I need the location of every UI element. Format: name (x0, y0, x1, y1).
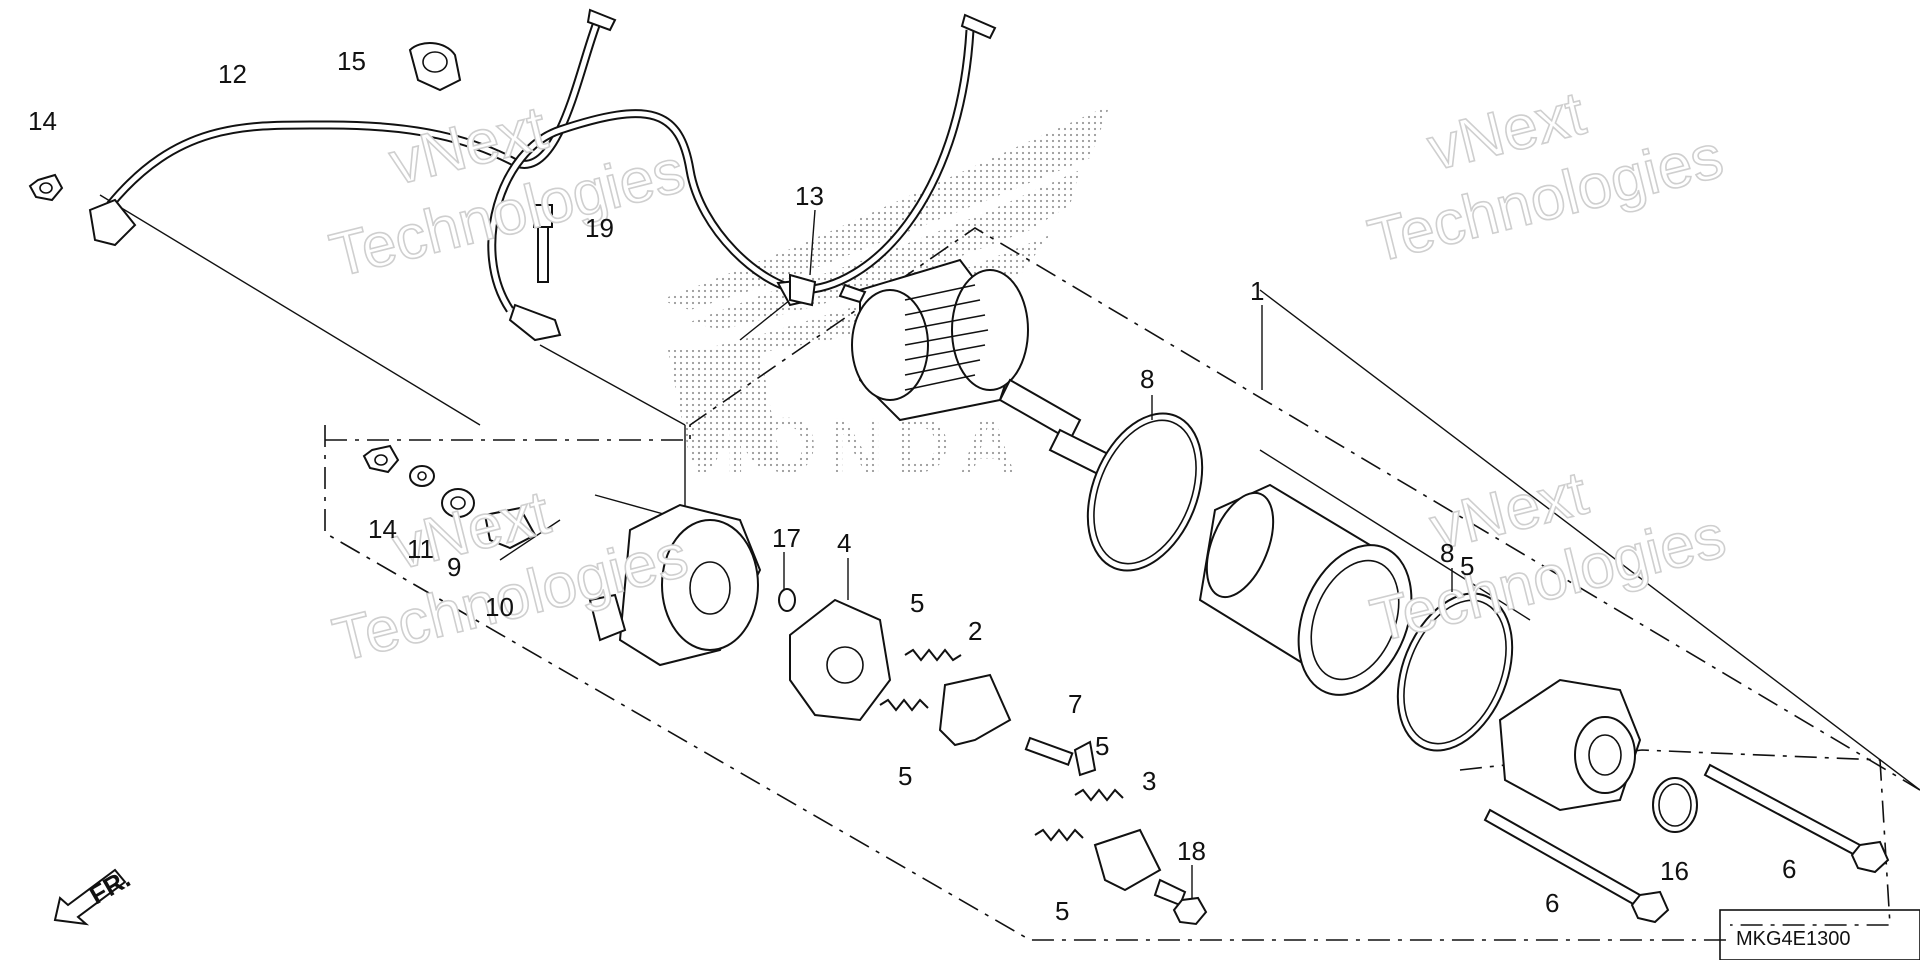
part-7-bolt (1024, 736, 1097, 777)
front-cover (588, 503, 762, 667)
callout-4: 4 (837, 528, 851, 558)
callout-5: 5 (910, 588, 924, 618)
callout-12: 12 (218, 59, 247, 89)
part-2-brush (938, 673, 1012, 747)
honda-wordmark: HONDA (690, 401, 1026, 489)
part-17-oring (778, 588, 796, 612)
motor-yoke (1198, 483, 1413, 696)
rear-cover (1498, 678, 1642, 812)
callout-14: 14 (368, 514, 397, 544)
callout-5: 5 (1055, 896, 1069, 926)
callout-5: 5 (1460, 551, 1474, 581)
callout-6: 6 (1782, 854, 1796, 884)
callout-5: 5 (1095, 731, 1109, 761)
callout-9: 9 (447, 552, 461, 582)
callout-17: 17 (772, 523, 801, 553)
callout-13: 13 (795, 181, 824, 211)
callout-11: 11 (407, 534, 434, 564)
part-11-washer (409, 465, 435, 487)
part-8-oring (1086, 412, 1514, 752)
part-14-nut (28, 173, 400, 474)
part-10-terminal (483, 506, 537, 550)
diagram-code: MKG4E1300 (1736, 928, 1851, 950)
callout-8: 8 (1440, 538, 1454, 568)
part-9-insulator (441, 488, 475, 518)
front-direction-indicator: FR. (53, 863, 135, 926)
callout-1: 1 (1250, 276, 1264, 306)
callout-18: 18 (1177, 836, 1206, 866)
watermark: vNext Technologies (1361, 78, 1730, 277)
callout-10: 10 (485, 592, 514, 622)
callout-19: 19 (585, 213, 614, 243)
watermark: vNext Technologies (1363, 458, 1732, 657)
callout-8: 8 (1140, 364, 1154, 394)
callout-16: 16 (1660, 856, 1689, 886)
part-13-clip (789, 273, 817, 307)
callout-ticks (783, 209, 1453, 898)
callout-labels: 1 2 3 4 5 5 5 5 5 6 6 7 8 8 9 10 11 12 1… (28, 46, 1796, 926)
callout-2: 2 (968, 616, 982, 646)
part-19-bolt (533, 204, 553, 283)
armature (838, 258, 1112, 477)
callout-7: 7 (1068, 689, 1082, 719)
code-box (1719, 909, 1920, 960)
part-3-brush (1093, 828, 1162, 892)
callout-14: 14 (28, 106, 57, 136)
callout-5: 5 (898, 761, 912, 791)
part-15-clamp (408, 42, 462, 92)
part-4-brush-holder (789, 598, 892, 722)
callout-15: 15 (337, 46, 366, 76)
part-16-oring (1652, 777, 1698, 833)
callout-6: 6 (1545, 888, 1559, 918)
callout-3: 3 (1142, 766, 1156, 796)
part-18-bolt (1153, 878, 1208, 926)
part-6-bolt (1483, 763, 1890, 924)
part-5-spring (879, 648, 1124, 842)
watermark: vNext Technologies (323, 93, 692, 292)
